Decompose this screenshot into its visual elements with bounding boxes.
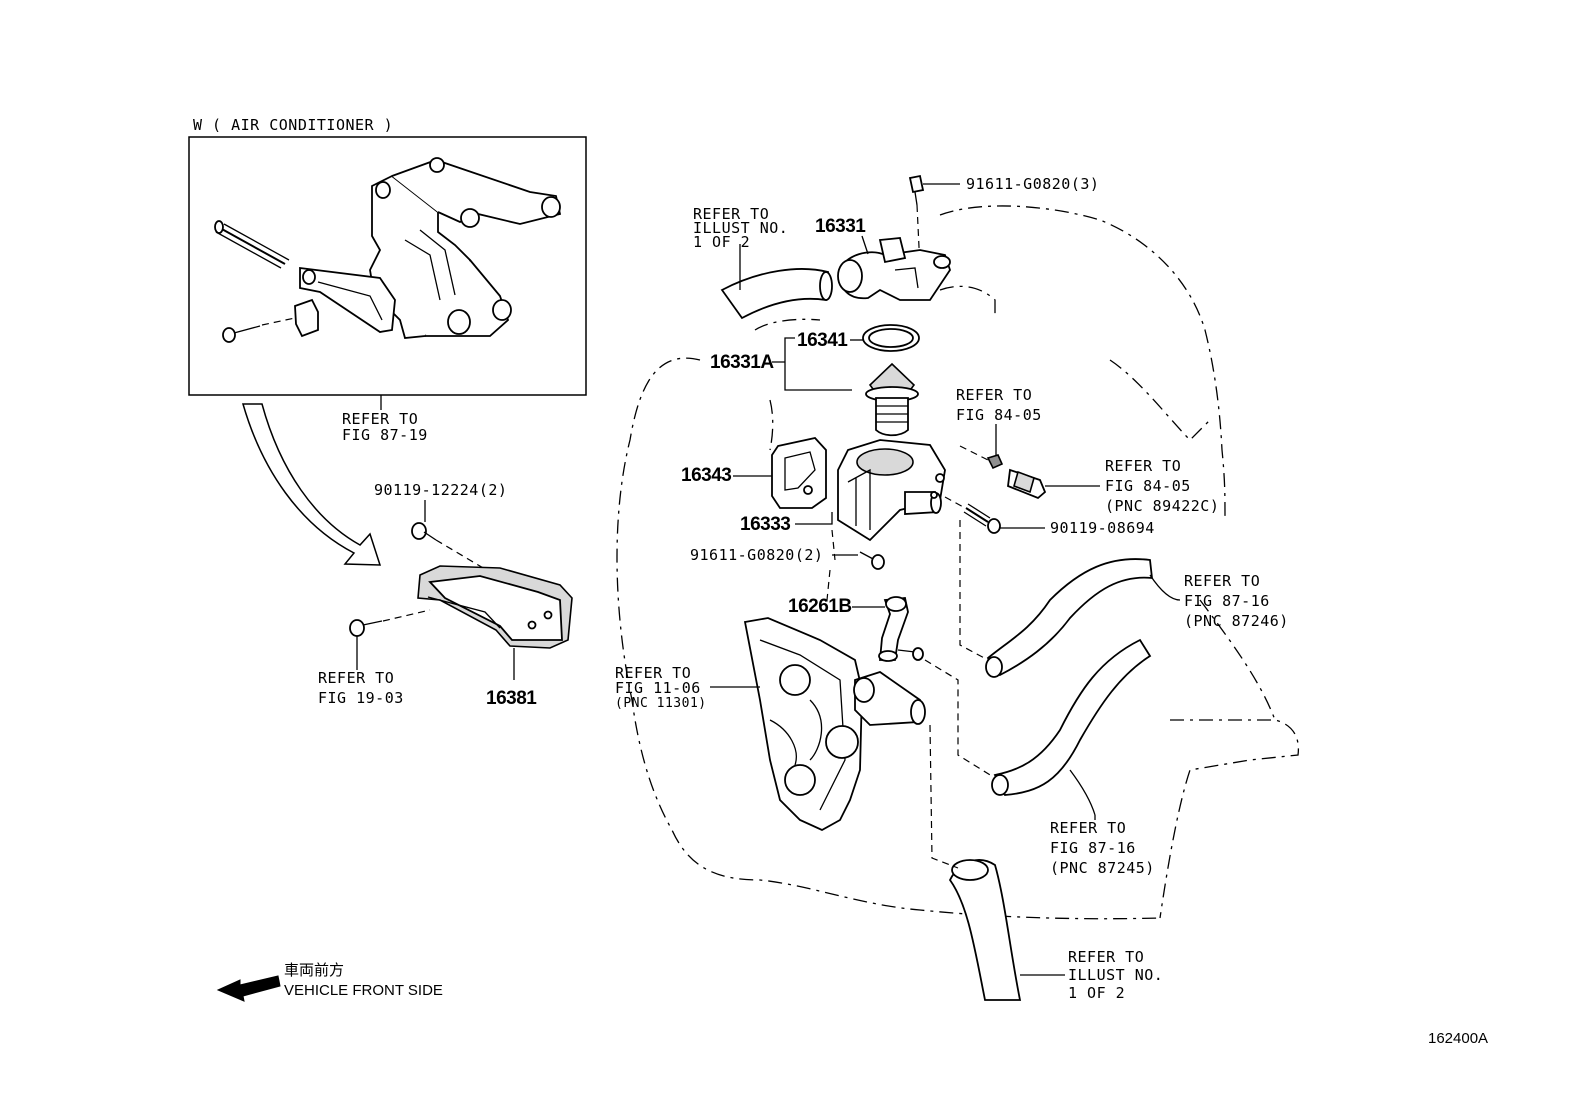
ref-illust-top[interactable]: REFER TO ILLUST NO. 1 OF 2: [693, 205, 788, 251]
svg-text:FIG 19-03: FIG 19-03: [318, 689, 404, 707]
bolt-91611-g0820-2[interactable]: [859, 551, 885, 570]
engine-outline: [616, 205, 1300, 920]
label-91611-g0820-3: 91611-G0820(3): [966, 175, 1099, 193]
label-90119-08694: 90119-08694: [1050, 519, 1155, 537]
ref-fig-87-19[interactable]: REFER TO FIG 87-19: [342, 410, 428, 444]
ac-compressor-bracket[interactable]: [214, 157, 562, 343]
svg-text:FIG 84-05: FIG 84-05: [1105, 477, 1191, 495]
label-91611-g0820-2: 91611-G0820(2): [690, 546, 823, 564]
lower-hose[interactable]: [948, 859, 1022, 1001]
label-16333: 16333: [740, 514, 790, 535]
svg-text:REFER TO: REFER TO: [956, 386, 1032, 404]
label-16341: 16341: [797, 330, 848, 351]
svg-text:REFER TO: REFER TO: [615, 664, 691, 682]
svg-text:REFER TO: REFER TO: [342, 410, 418, 428]
svg-text:REFER TO: REFER TO: [318, 669, 394, 687]
svg-text:FIG 84-05: FIG 84-05: [956, 406, 1042, 424]
svg-text:FIG 87-19: FIG 87-19: [342, 426, 428, 444]
gasket-16343[interactable]: [771, 437, 827, 509]
label-16331: 16331: [815, 216, 866, 237]
label-16343: 16343: [681, 465, 731, 486]
svg-text:(PNC 87246): (PNC 87246): [1184, 612, 1289, 630]
front-side-jp: 車両前方: [284, 962, 344, 979]
svg-text:REFER TO: REFER TO: [1184, 572, 1260, 590]
front-side-en: VEHICLE FRONT SIDE: [284, 982, 443, 999]
figure-id: 162400A: [1428, 1030, 1488, 1047]
svg-text:REFER TO: REFER TO: [693, 205, 769, 223]
svg-text:ILLUST NO.: ILLUST NO.: [1068, 966, 1163, 984]
label-16261b: 16261B: [788, 596, 852, 617]
svg-text:REFER TO: REFER TO: [1068, 948, 1144, 966]
svg-text:(PNC 11301): (PNC 11301): [615, 696, 707, 711]
ref-fig-84-05-a[interactable]: REFER TO FIG 84-05: [956, 386, 1042, 424]
elbow-16261b[interactable]: [878, 596, 924, 662]
ref-fig-11-06[interactable]: REFER TO FIG 11-06 (PNC 11301): [615, 664, 707, 711]
bolt-90119-12224[interactable]: [411, 522, 437, 541]
ref-fig-87-16-a[interactable]: REFER TO FIG 87-16 (PNC 87246): [1184, 572, 1289, 630]
svg-text:REFER TO: REFER TO: [1105, 457, 1181, 475]
nut-84-05[interactable]: [986, 454, 1004, 470]
upper-hose[interactable]: [720, 268, 833, 320]
svg-text:ILLUST NO.: ILLUST NO.: [693, 219, 788, 237]
ref-fig-87-16-b[interactable]: REFER TO FIG 87-16 (PNC 87245): [1050, 819, 1155, 877]
bolt-90119-08694[interactable]: [963, 503, 1001, 534]
thermostat[interactable]: [865, 362, 919, 437]
bolt-91611-g0820-3[interactable]: [908, 174, 925, 206]
water-inlet-16331[interactable]: [837, 237, 951, 301]
svg-text:(PNC 87245): (PNC 87245): [1050, 859, 1155, 877]
svg-text:FIG 11-06: FIG 11-06: [615, 679, 701, 697]
inset-title: W ( AIR CONDITIONER ): [193, 116, 393, 134]
svg-text:REFER TO: REFER TO: [1050, 819, 1126, 837]
svg-text:(PNC 89422C): (PNC 89422C): [1105, 497, 1219, 515]
ref-fig-84-05-b[interactable]: REFER TO FIG 84-05 (PNC 89422C): [1105, 457, 1219, 515]
curved-arrow-icon: [242, 403, 382, 566]
label-bolt-90119-12224: 90119-12224(2): [374, 481, 507, 499]
thermostat-housing-16333[interactable]: [837, 439, 946, 542]
svg-text:FIG 87-16: FIG 87-16: [1184, 592, 1270, 610]
ref-fig-19-03[interactable]: REFER TO FIG 19-03: [318, 669, 404, 707]
water-pump-11301[interactable]: [743, 617, 926, 832]
svg-text:FIG 87-16: FIG 87-16: [1050, 839, 1136, 857]
bolt-fig-19-03[interactable]: [349, 619, 383, 637]
bracket-16381[interactable]: [417, 565, 573, 649]
svg-text:1 OF 2: 1 OF 2: [1068, 984, 1125, 1002]
hose-87246[interactable]: [985, 558, 1154, 678]
sensor-89422c[interactable]: [1007, 468, 1047, 500]
front-arrow-icon: [216, 975, 281, 1002]
label-16381: 16381: [486, 688, 537, 709]
label-16331a: 16331A: [710, 352, 774, 373]
svg-text:1 OF 2: 1 OF 2: [693, 233, 750, 251]
ref-illust-bottom[interactable]: REFER TO ILLUST NO. 1 OF 2: [1068, 948, 1163, 1002]
gasket-16341[interactable]: [862, 324, 920, 352]
inset-frame: [188, 136, 587, 396]
hose-87245[interactable]: [991, 638, 1152, 796]
